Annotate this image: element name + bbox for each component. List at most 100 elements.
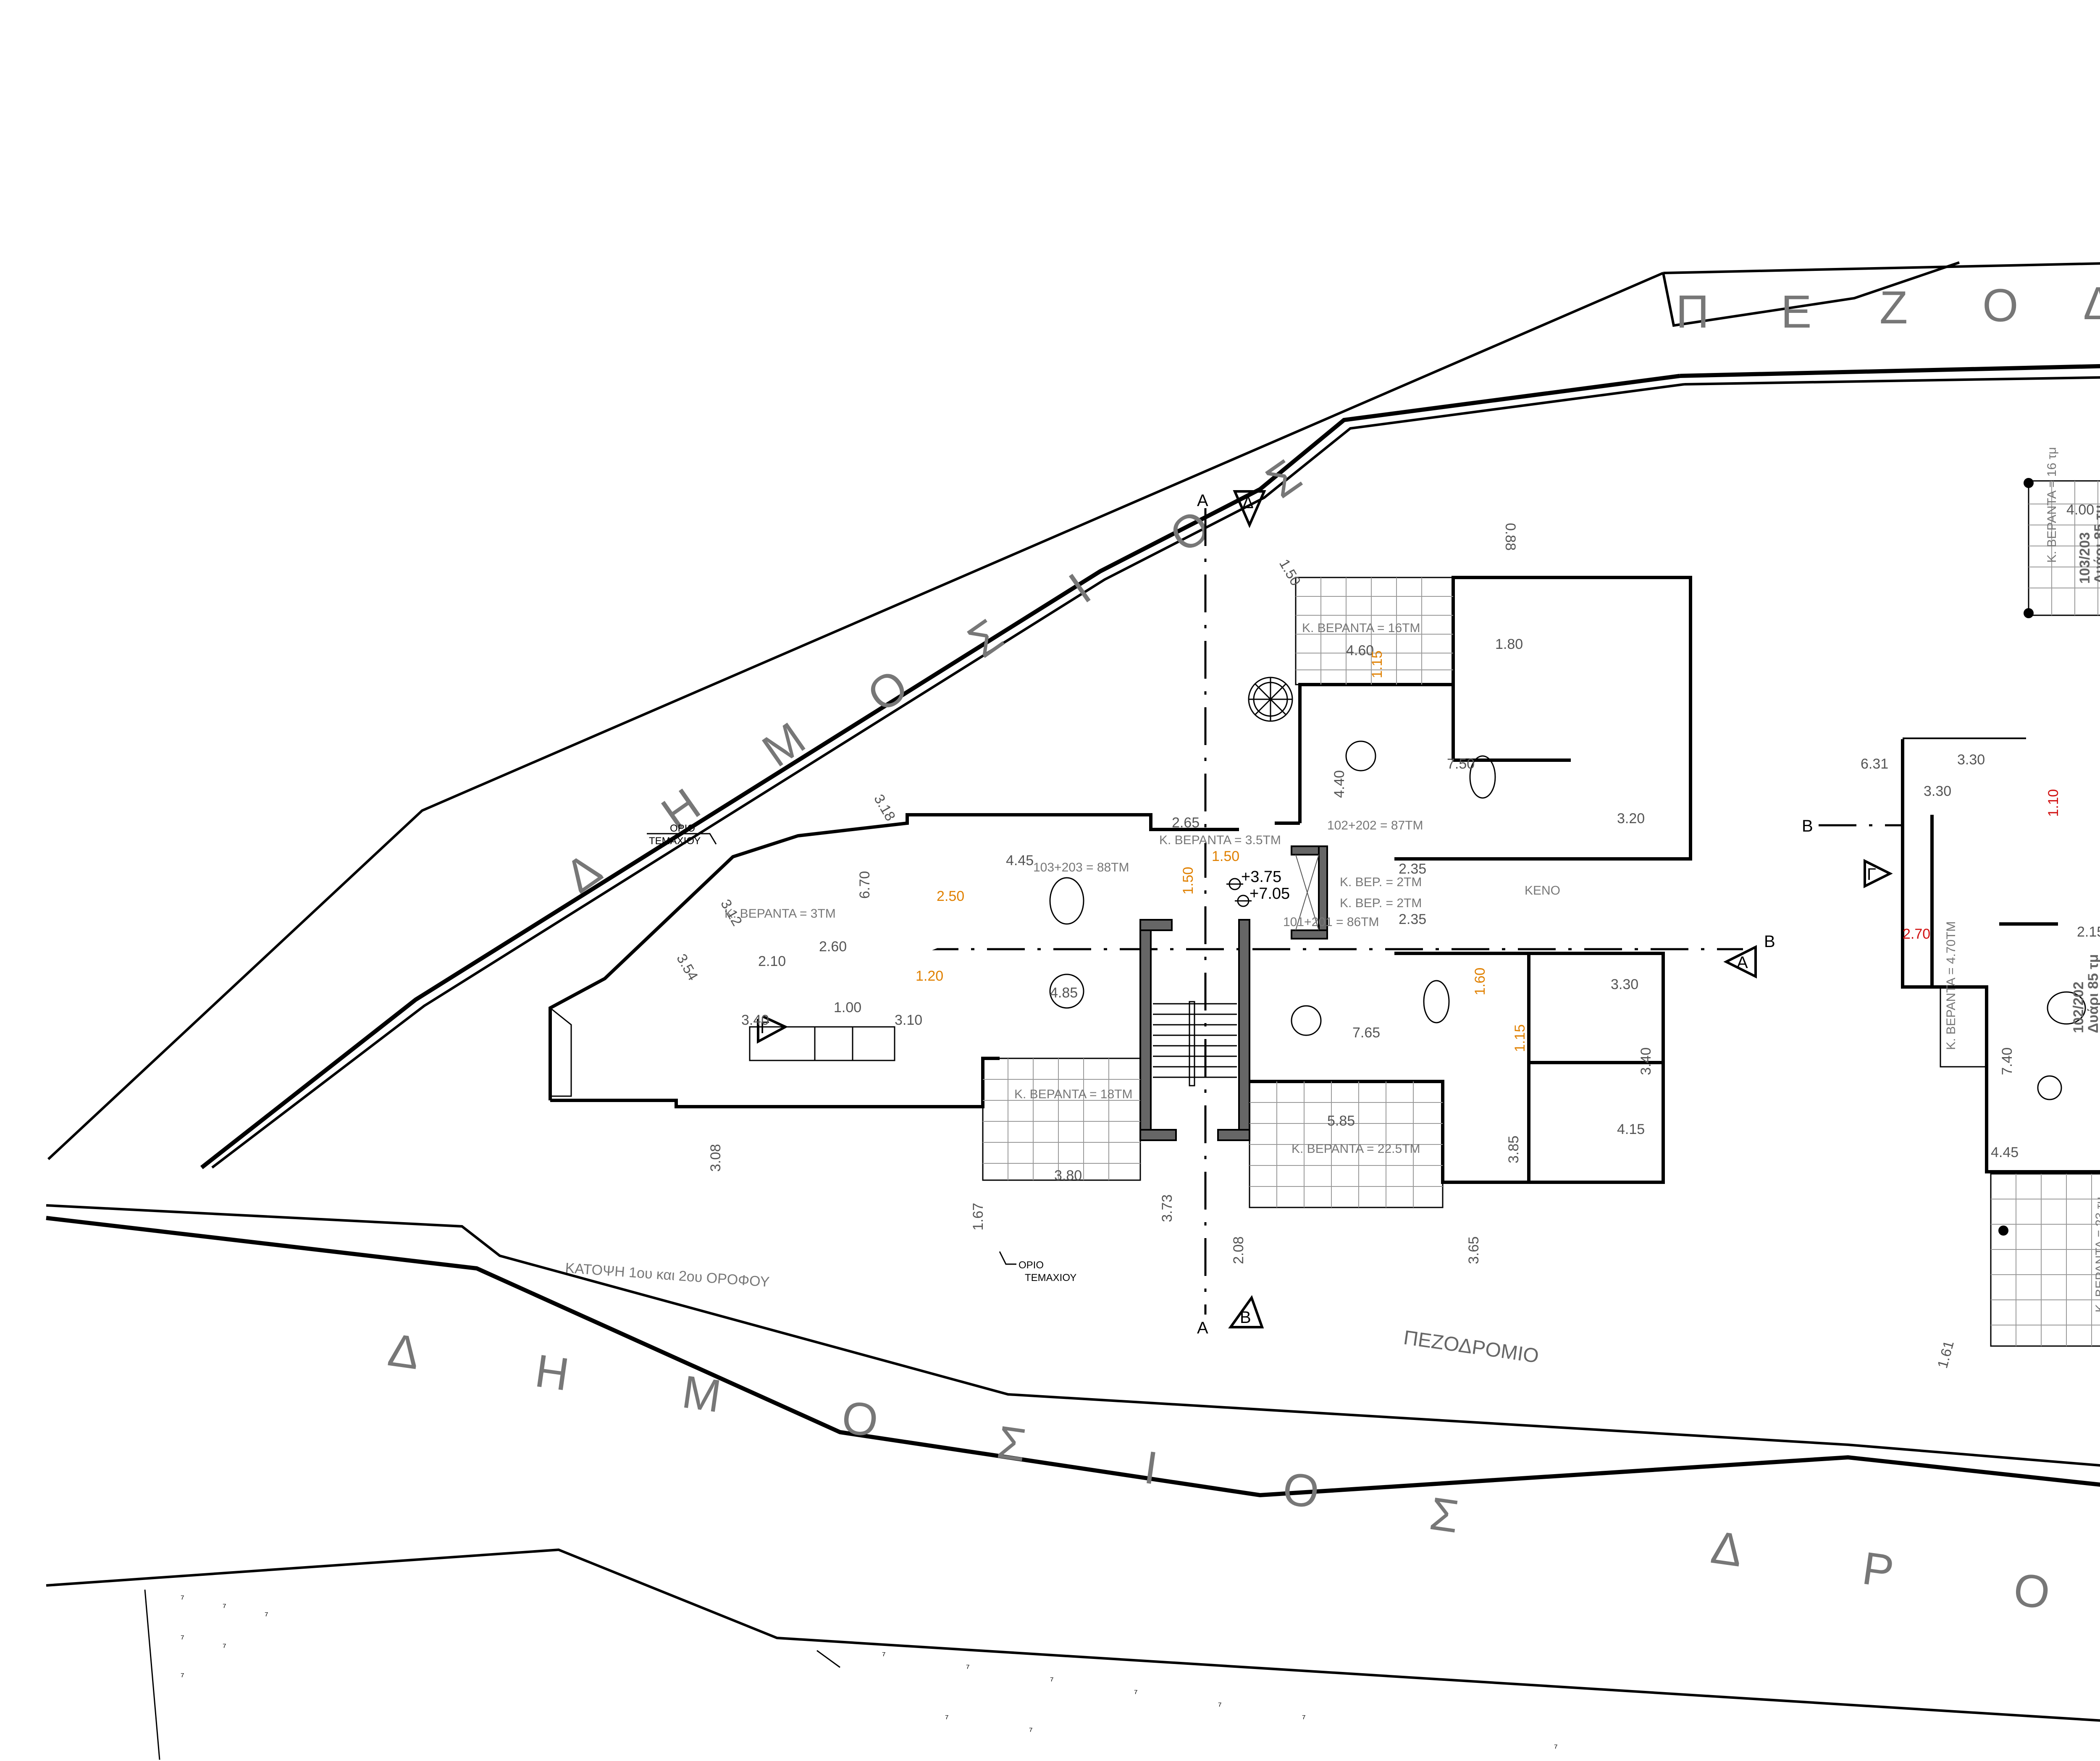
svg-text:Ο: Ο xyxy=(858,659,917,722)
svg-text:3.10: 3.10 xyxy=(895,1012,922,1028)
svg-text:1.20: 1.20 xyxy=(916,968,943,984)
svg-text:4.00: 4.00 xyxy=(2066,502,2094,518)
svg-text:⁷: ⁷ xyxy=(882,1650,886,1661)
svg-text:A: A xyxy=(1737,953,1748,972)
svg-text:+3.75: +3.75 xyxy=(1241,868,1281,886)
svg-text:Ι: Ι xyxy=(1060,563,1100,613)
veranda-label: K. BEPANTA = 22.5TM xyxy=(1292,1142,1420,1156)
street-name-bottom: Δ Η Μ Ο Σ Ι Ο Σ Δ Ρ Ο Μ Ο Σ xyxy=(385,1324,2053,1619)
svg-text:1.50: 1.50 xyxy=(1276,556,1304,588)
svg-text:⁷: ⁷ xyxy=(966,1663,970,1674)
svg-text:4.15: 4.15 xyxy=(1617,1121,1645,1137)
veranda-label: K. BEPANTA = 18TM xyxy=(1014,1087,1132,1101)
veranda-label: K. BEPANTA = 23 τμ xyxy=(2093,1197,2100,1312)
svg-text:⁷: ⁷ xyxy=(1050,1675,1054,1687)
svg-text:Ο: Ο xyxy=(1280,1462,1323,1519)
unit-area: Δυάρι 85 τμ xyxy=(2092,505,2100,584)
svg-text:1.15: 1.15 xyxy=(1512,1024,1528,1052)
svg-text:4.40: 4.40 xyxy=(1331,770,1347,798)
svg-text:2.10: 2.10 xyxy=(758,953,786,969)
svg-text:⁷: ⁷ xyxy=(1029,1726,1033,1737)
svg-text:1.67: 1.67 xyxy=(970,1203,986,1231)
svg-text:4.45: 4.45 xyxy=(1991,1144,2019,1160)
left-block-labels: 103+203 = 88TM 102+202 = 87TM 101+201 = … xyxy=(673,523,1654,1264)
svg-text:1.15: 1.15 xyxy=(1369,651,1385,678)
svg-text:3.40: 3.40 xyxy=(741,1012,769,1028)
svg-text:3.30: 3.30 xyxy=(1957,752,1985,768)
svg-text:Γ: Γ xyxy=(760,1018,769,1037)
sidewalk-label: ΠΕΖΟΔΡΟΜΙΟ xyxy=(1402,1326,1540,1367)
svg-text:Ο: Ο xyxy=(839,1391,882,1447)
svg-text:⁷: ⁷ xyxy=(1134,1688,1138,1699)
veranda-label: K. BEPANTA = 16TM xyxy=(1302,621,1420,635)
svg-text:2.15: 2.15 xyxy=(2077,924,2100,940)
unit-area: Δυάρι 85 τμ xyxy=(2085,954,2100,1033)
svg-text:ΤΕΜΑΧΙΟΥ: ΤΕΜΑΧΙΟΥ xyxy=(1025,1272,1076,1283)
svg-text:⁷: ⁷ xyxy=(265,1610,268,1622)
svg-text:+7.05: +7.05 xyxy=(1250,885,1290,903)
vegetation-hatch: ⁷⁷⁷ ⁷⁷⁷ ⁷⁷⁷ ⁷⁷⁷ ⁷⁷⁷ xyxy=(181,1593,1558,1754)
svg-text:⁷: ⁷ xyxy=(223,1602,226,1613)
svg-text:⁷: ⁷ xyxy=(1302,1713,1306,1724)
unit-label: 103+203 = 88TM xyxy=(1033,861,1129,874)
svg-text:1.10: 1.10 xyxy=(2045,789,2061,817)
street-name-top: Π Ε Ζ Ο Δ Ρ Ο Μ Ο Σ xyxy=(1676,278,2100,338)
svg-text:Σ: Σ xyxy=(994,1416,1029,1471)
svg-text:A: A xyxy=(1197,1319,1208,1337)
svg-text:0.88: 0.88 xyxy=(1502,523,1518,551)
svg-text:1.50: 1.50 xyxy=(1180,867,1196,895)
svg-text:⁷: ⁷ xyxy=(223,1642,226,1653)
svg-text:3.65: 3.65 xyxy=(1466,1236,1482,1264)
svg-text:B: B xyxy=(1802,817,1813,835)
svg-text:⁷: ⁷ xyxy=(1218,1701,1222,1712)
svg-text:Ρ: Ρ xyxy=(1859,1542,1897,1598)
plot-boundary-label-left: ΟΡΙΟ ΤΕΜΑΧΙΟΥ xyxy=(647,823,717,847)
svg-text:7.65: 7.65 xyxy=(1352,1025,1380,1041)
svg-text:2.35: 2.35 xyxy=(1399,861,1426,877)
svg-text:Δ: Δ xyxy=(385,1324,423,1379)
svg-text:Η: Η xyxy=(532,1345,572,1401)
level-markers-left: +3.75 +7.05 xyxy=(1226,868,1290,907)
svg-text:3.20: 3.20 xyxy=(1617,811,1645,827)
svg-text:3.30: 3.30 xyxy=(1924,783,1951,799)
svg-text:3.85: 3.85 xyxy=(1506,1136,1522,1163)
svg-text:2.08: 2.08 xyxy=(1231,1236,1247,1264)
svg-text:1.00: 1.00 xyxy=(834,1000,861,1016)
svg-text:Σ: Σ xyxy=(1257,449,1310,508)
svg-text:4.45: 4.45 xyxy=(1006,853,1034,869)
svg-text:6.70: 6.70 xyxy=(857,871,873,899)
svg-text:Ο: Ο xyxy=(1160,500,1220,563)
svg-text:Δ: Δ xyxy=(1708,1521,1746,1577)
svg-text:7.40: 7.40 xyxy=(1999,1047,2015,1075)
svg-text:Σ: Σ xyxy=(959,609,1012,668)
svg-text:Ο: Ο xyxy=(2011,1563,2053,1619)
svg-text:2.50: 2.50 xyxy=(937,888,964,904)
svg-text:3.40: 3.40 xyxy=(1638,1047,1654,1075)
svg-text:Σ: Σ xyxy=(1427,1488,1462,1543)
plot-boundary-label-bottom: ΟΡΙΟ ΤΕΜΑΧΙΟΥ xyxy=(999,1251,1076,1283)
drawing-title: ΚΑΤΟΨΗ 1ου και 2ου ΟΡΟΦΟΥ xyxy=(564,1260,770,1290)
svg-text:1.80: 1.80 xyxy=(1495,636,1523,652)
svg-text:ΟΡΙΟ: ΟΡΙΟ xyxy=(1018,1260,1044,1271)
svg-text:4.85: 4.85 xyxy=(1050,985,1078,1001)
svg-text:Ι: Ι xyxy=(1141,1441,1161,1494)
svg-text:4.60: 4.60 xyxy=(1346,643,1374,659)
svg-text:⁷: ⁷ xyxy=(181,1593,184,1605)
svg-text:5.85: 5.85 xyxy=(1327,1113,1355,1129)
veranda-label: K. BEPANTA = 16 τμ xyxy=(2045,447,2059,563)
veranda-label: K. BEPANTA = 4.70TM xyxy=(1944,921,1958,1050)
veranda-label: K. BEP. = 2TM xyxy=(1340,875,1422,889)
svg-text:B: B xyxy=(1764,932,1775,951)
svg-text:3.18: 3.18 xyxy=(871,792,898,824)
svg-text:Ζ: Ζ xyxy=(1880,282,1908,333)
svg-text:3.73: 3.73 xyxy=(1159,1194,1175,1222)
void-label: ΚΕΝΟ xyxy=(1525,884,1560,898)
veranda-label: K. BEP. = 2TM xyxy=(1340,896,1422,910)
left-building-block xyxy=(549,576,1692,1208)
svg-text:2.60: 2.60 xyxy=(819,939,847,955)
svg-text:1.61: 1.61 xyxy=(1935,1339,1957,1370)
svg-text:Δ: Δ xyxy=(2083,278,2100,329)
svg-text:2.35: 2.35 xyxy=(1399,911,1426,927)
svg-text:ΤΕΜΑΧΙΟΥ: ΤΕΜΑΧΙΟΥ xyxy=(649,835,701,847)
